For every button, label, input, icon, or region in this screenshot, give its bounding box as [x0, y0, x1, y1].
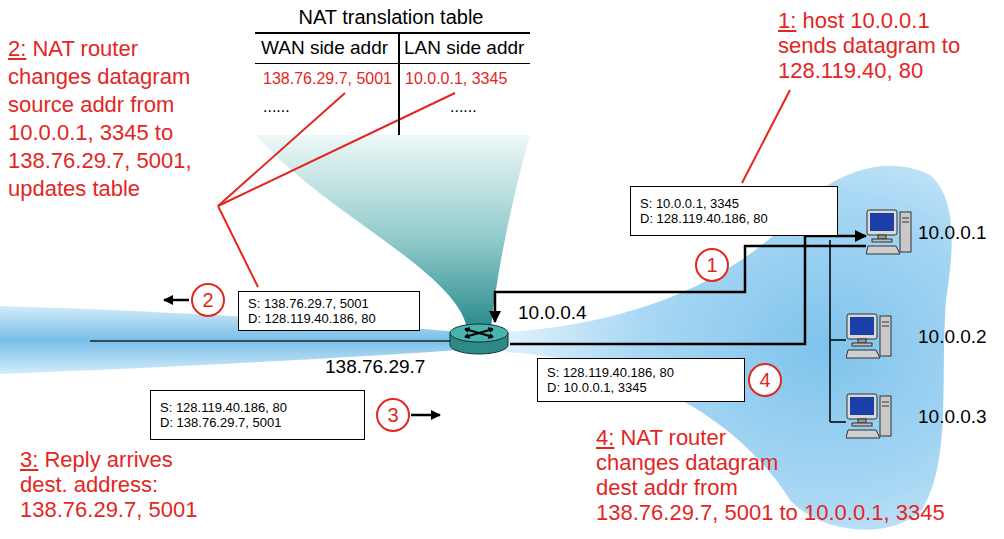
datagram-box: S: 128.119.40.186, 80D: 10.0.0.1, 3345: [537, 358, 745, 402]
host-address: 10.0.0.2: [918, 326, 987, 348]
host-address: 10.0.0.1: [918, 222, 987, 244]
datagram-field: S: 138.76.29.7, 5001: [248, 296, 369, 311]
datagram-field: D: 128.119.40.186, 80: [640, 211, 768, 226]
text-slot: 3: [376, 398, 410, 432]
datagram-box: S: 138.76.29.7, 5001D: 128.119.40.186, 8…: [238, 291, 420, 331]
computer-icon: [846, 312, 892, 362]
leader-line: [218, 206, 258, 287]
leader-line: [742, 90, 790, 183]
text-slot: 10.0.0.3: [918, 406, 987, 428]
datagram-field: D: 128.119.40.186, 80: [248, 311, 376, 326]
router-icon: [448, 322, 510, 356]
text-slot: 138.76.29.7, 5001: [263, 69, 392, 88]
text-slot: 10.0.0.2: [918, 326, 987, 348]
leader-line: [218, 93, 345, 206]
text-slot: WAN side addr: [261, 37, 388, 58]
callout-number: 1: [695, 248, 729, 282]
table-rule: [398, 32, 400, 135]
table-ground: [255, 2, 530, 135]
text-slot: 138.76.29.7: [325, 356, 425, 378]
text-slot: 2: [191, 283, 225, 317]
host-computer: 10.0.0.1: [866, 208, 991, 258]
datagram-field: S: 128.119.40.186, 80: [160, 400, 287, 415]
computer-icon: [866, 208, 912, 258]
callout-note: 3: Reply arrives dest. address: 138.76.2…: [20, 447, 220, 522]
text-slot: 10.0.0.1, 3345: [405, 69, 507, 88]
text-slot: ......: [450, 97, 477, 116]
callout-note: 4: NAT router changes datagram dest addr…: [596, 425, 996, 525]
host-computer: 10.0.0.3: [846, 392, 991, 442]
text-slot: 1: host 10.0.0.1 sends datagram to 128.1…: [778, 8, 990, 83]
text-slot: ......: [263, 97, 290, 116]
table-rule: [255, 63, 530, 64]
flow-arrow: [164, 299, 189, 302]
datagram-field: S: 10.0.0.1, 3345: [640, 196, 739, 211]
nat-router: 10.0.0.4138.76.29.7: [448, 322, 510, 356]
table-cell: ......: [263, 97, 290, 116]
host-address: 10.0.0.3: [918, 406, 987, 428]
table-cell: ......: [450, 97, 477, 116]
table-cell: 138.76.29.7, 5001: [263, 69, 392, 88]
text-slot: 3: Reply arrives dest. address: 138.76.2…: [20, 447, 220, 522]
callout-note: 1: host 10.0.0.1 sends datagram to 128.1…: [778, 8, 990, 83]
callout-number: 3: [376, 398, 410, 432]
table-rule: [255, 32, 530, 34]
text-slot: 10.0.0.1: [918, 222, 987, 244]
wan-link: [90, 340, 452, 342]
table-title: NAT translation table: [255, 6, 527, 28]
host-computer: 10.0.0.2: [846, 312, 991, 362]
callout-note: 2: NAT router changes datagram source ad…: [8, 35, 208, 203]
computer-icon: [846, 392, 892, 442]
flow-arrow: [411, 414, 440, 417]
datagram-box: S: 10.0.0.1, 3345D: 128.119.40.186, 80: [630, 186, 838, 236]
lan-bus: [830, 240, 846, 422]
datagram-field: D: 138.76.29.7, 5001: [160, 415, 281, 430]
datagram-field: S: 128.119.40.186, 80: [547, 365, 674, 380]
nat-table: NAT translation tableWAN side addr LAN si…: [255, 2, 530, 135]
callout-number: 2: [191, 283, 225, 317]
text-slot: 4: [748, 363, 782, 397]
wrap-spacer: [796, 425, 996, 499]
leader-line: [218, 93, 455, 206]
text-slot: 1: [695, 248, 729, 282]
datagram-box: S: 128.119.40.186, 80D: 138.76.29.7, 500…: [150, 390, 365, 440]
table-cell: 10.0.0.1, 3345: [405, 69, 507, 88]
connector-arrow: [510, 236, 866, 344]
callout-number: 4: [748, 363, 782, 397]
column-header: LAN side addr: [404, 37, 524, 58]
text-slot: 4: NAT router changes datagram dest addr…: [596, 425, 996, 525]
text-slot: LAN side addr: [404, 37, 524, 58]
column-header: WAN side addr: [261, 37, 388, 58]
interface-address: 10.0.0.4: [518, 302, 587, 324]
text-slot: 10.0.0.4: [518, 302, 587, 324]
text-slot: NAT translation table: [255, 6, 527, 28]
interface-address: 138.76.29.7: [325, 356, 425, 378]
datagram-field: D: 10.0.0.1, 3345: [547, 380, 647, 395]
text-slot: 2: NAT router changes datagram source ad…: [8, 35, 208, 203]
